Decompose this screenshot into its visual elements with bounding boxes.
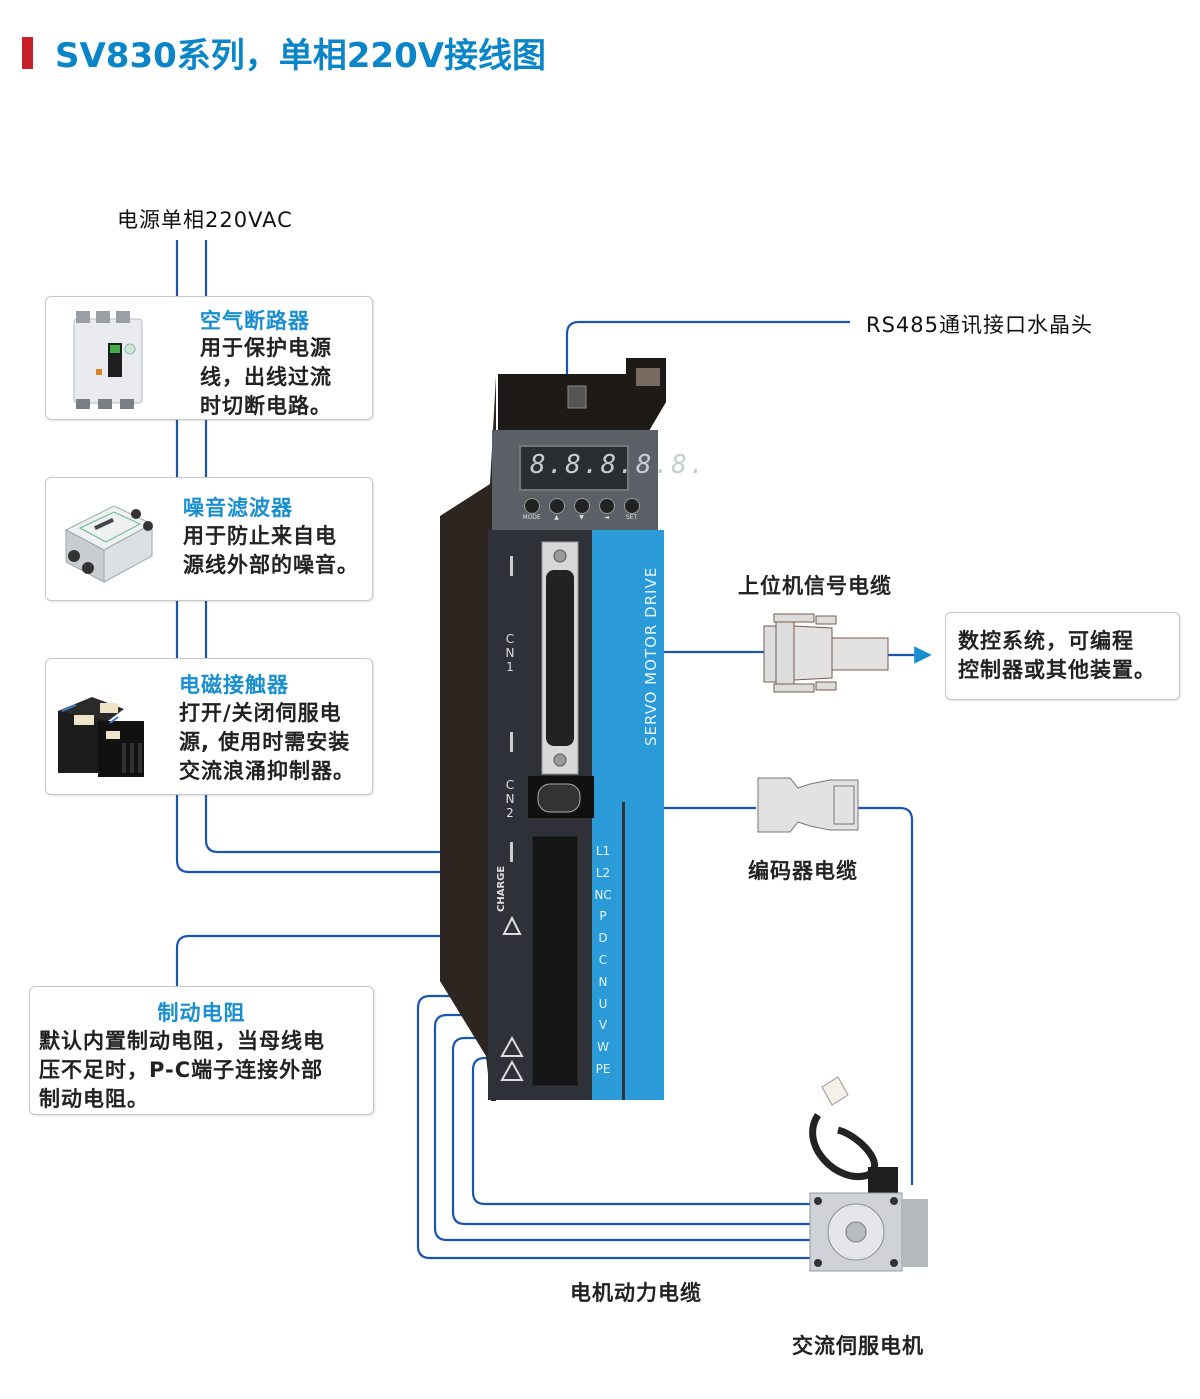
card-line: 时切断电路。	[200, 394, 332, 418]
servo-drive: 8.8.8.8.8. MODE ▲ ▼ ◄ SET SERVO MOTOR DR…	[436, 356, 705, 1101]
terminal-label: L1	[595, 844, 611, 858]
card-air-breaker: 空气断路器 用于保护电源 线，出线过流 时切断电路。	[45, 296, 373, 420]
card-line: 源线外部的噪音。	[183, 553, 359, 577]
card-body: 用于防止来自电 源线外部的噪音。	[183, 522, 359, 580]
card-body: 默认内置制动电阻，当母线电 压不足时，P-C端子连接外部 制动电阻。	[39, 1027, 325, 1114]
charge-label: CHARGE	[496, 865, 507, 912]
card-line: 交流浪涌抑制器。	[179, 759, 355, 783]
card-line: 用于保护电源	[200, 336, 332, 360]
terminal-label: P	[599, 909, 607, 924]
card-line: 打开/关闭伺服电	[179, 701, 342, 725]
shift-button[interactable]: ◄	[597, 498, 616, 521]
contactor-icon	[52, 681, 152, 781]
servo-motor-icon	[798, 1075, 933, 1275]
circuit-breaker-icon	[68, 307, 148, 411]
card-line: 线，出线过流	[200, 365, 332, 389]
terminal-label: NC	[594, 887, 612, 902]
card-contactor: 电磁接触器 打开/关闭伺服电 源, 使用时需安装 交流浪涌抑制器。	[45, 658, 373, 795]
card-line: 源, 使用时需安装	[179, 730, 351, 754]
down-button[interactable]: ▼	[572, 498, 591, 521]
db-connector-icon	[760, 608, 890, 698]
card-brake-resistor: 制动电阻 默认内置制动电阻，当母线电 压不足时，P-C端子连接外部 制动电阻。	[29, 986, 374, 1115]
card-line: 用于防止来自电	[183, 524, 337, 548]
terminal-label: N	[598, 974, 608, 989]
card-line: 压不足时，P-C端子连接外部	[39, 1058, 324, 1082]
card-line: 默认内置制动电阻，当母线电	[39, 1029, 325, 1053]
card-body: 用于保护电源 线，出线过流 时切断电路。	[200, 334, 332, 421]
host-device-card: 数控系统，可编程 控制器或其他装置。	[945, 612, 1180, 700]
card-title: 空气断路器	[200, 309, 310, 333]
terminal-label: PE	[595, 1061, 611, 1076]
title-accent-bar	[22, 37, 33, 69]
card-body: 数控系统，可编程 控制器或其他装置。	[958, 627, 1156, 685]
card-noise-filter: 噪音滤波器 用于防止来自电 源线外部的噪音。	[45, 477, 373, 601]
terminal-label: L2	[595, 865, 611, 880]
host-cable-label: 上位机信号电缆	[738, 574, 892, 598]
up-button[interactable]: ▲	[547, 498, 566, 521]
card-title: 制动电阻	[157, 1001, 246, 1025]
motor-cable-label: 电机动力电缆	[570, 1281, 702, 1305]
card-line: 数控系统，可编程	[958, 629, 1134, 653]
terminal-label: D	[598, 931, 608, 946]
page-title: SV830系列，单相220V接线图	[55, 36, 547, 76]
card-line: 控制器或其他装置。	[958, 658, 1156, 682]
encoder-plug-icon	[756, 774, 860, 838]
rs485-port-icon	[567, 385, 587, 409]
noise-filter-icon	[52, 490, 162, 590]
card-line: 制动电阻。	[39, 1087, 149, 1111]
keypad: MODE ▲ ▼ ◄ SET	[522, 498, 641, 521]
encoder-cable-label: 编码器电缆	[748, 859, 858, 883]
terminal-label: C	[598, 952, 608, 967]
card-title: 电磁接触器	[179, 673, 289, 697]
drive-brand-text: SERVO MOTOR DRIVE	[642, 566, 660, 746]
rs485-label: RS485通讯接口水晶头	[866, 313, 1094, 337]
card-title: 噪音滤波器	[183, 496, 293, 520]
terminal-label: V	[598, 1018, 608, 1033]
led-display: 8.8.8.8.8.	[530, 450, 707, 480]
mode-button[interactable]: MODE	[522, 498, 541, 521]
terminal-label: U	[598, 996, 608, 1011]
card-body: 打开/关闭伺服电 源, 使用时需安装 交流浪涌抑制器。	[179, 699, 355, 786]
terminal-label: W	[597, 1040, 609, 1055]
motor-label: 交流伺服电机	[792, 1334, 924, 1358]
set-button[interactable]: SET	[622, 498, 641, 521]
power-source-label: 电源单相220VAC	[117, 208, 293, 232]
